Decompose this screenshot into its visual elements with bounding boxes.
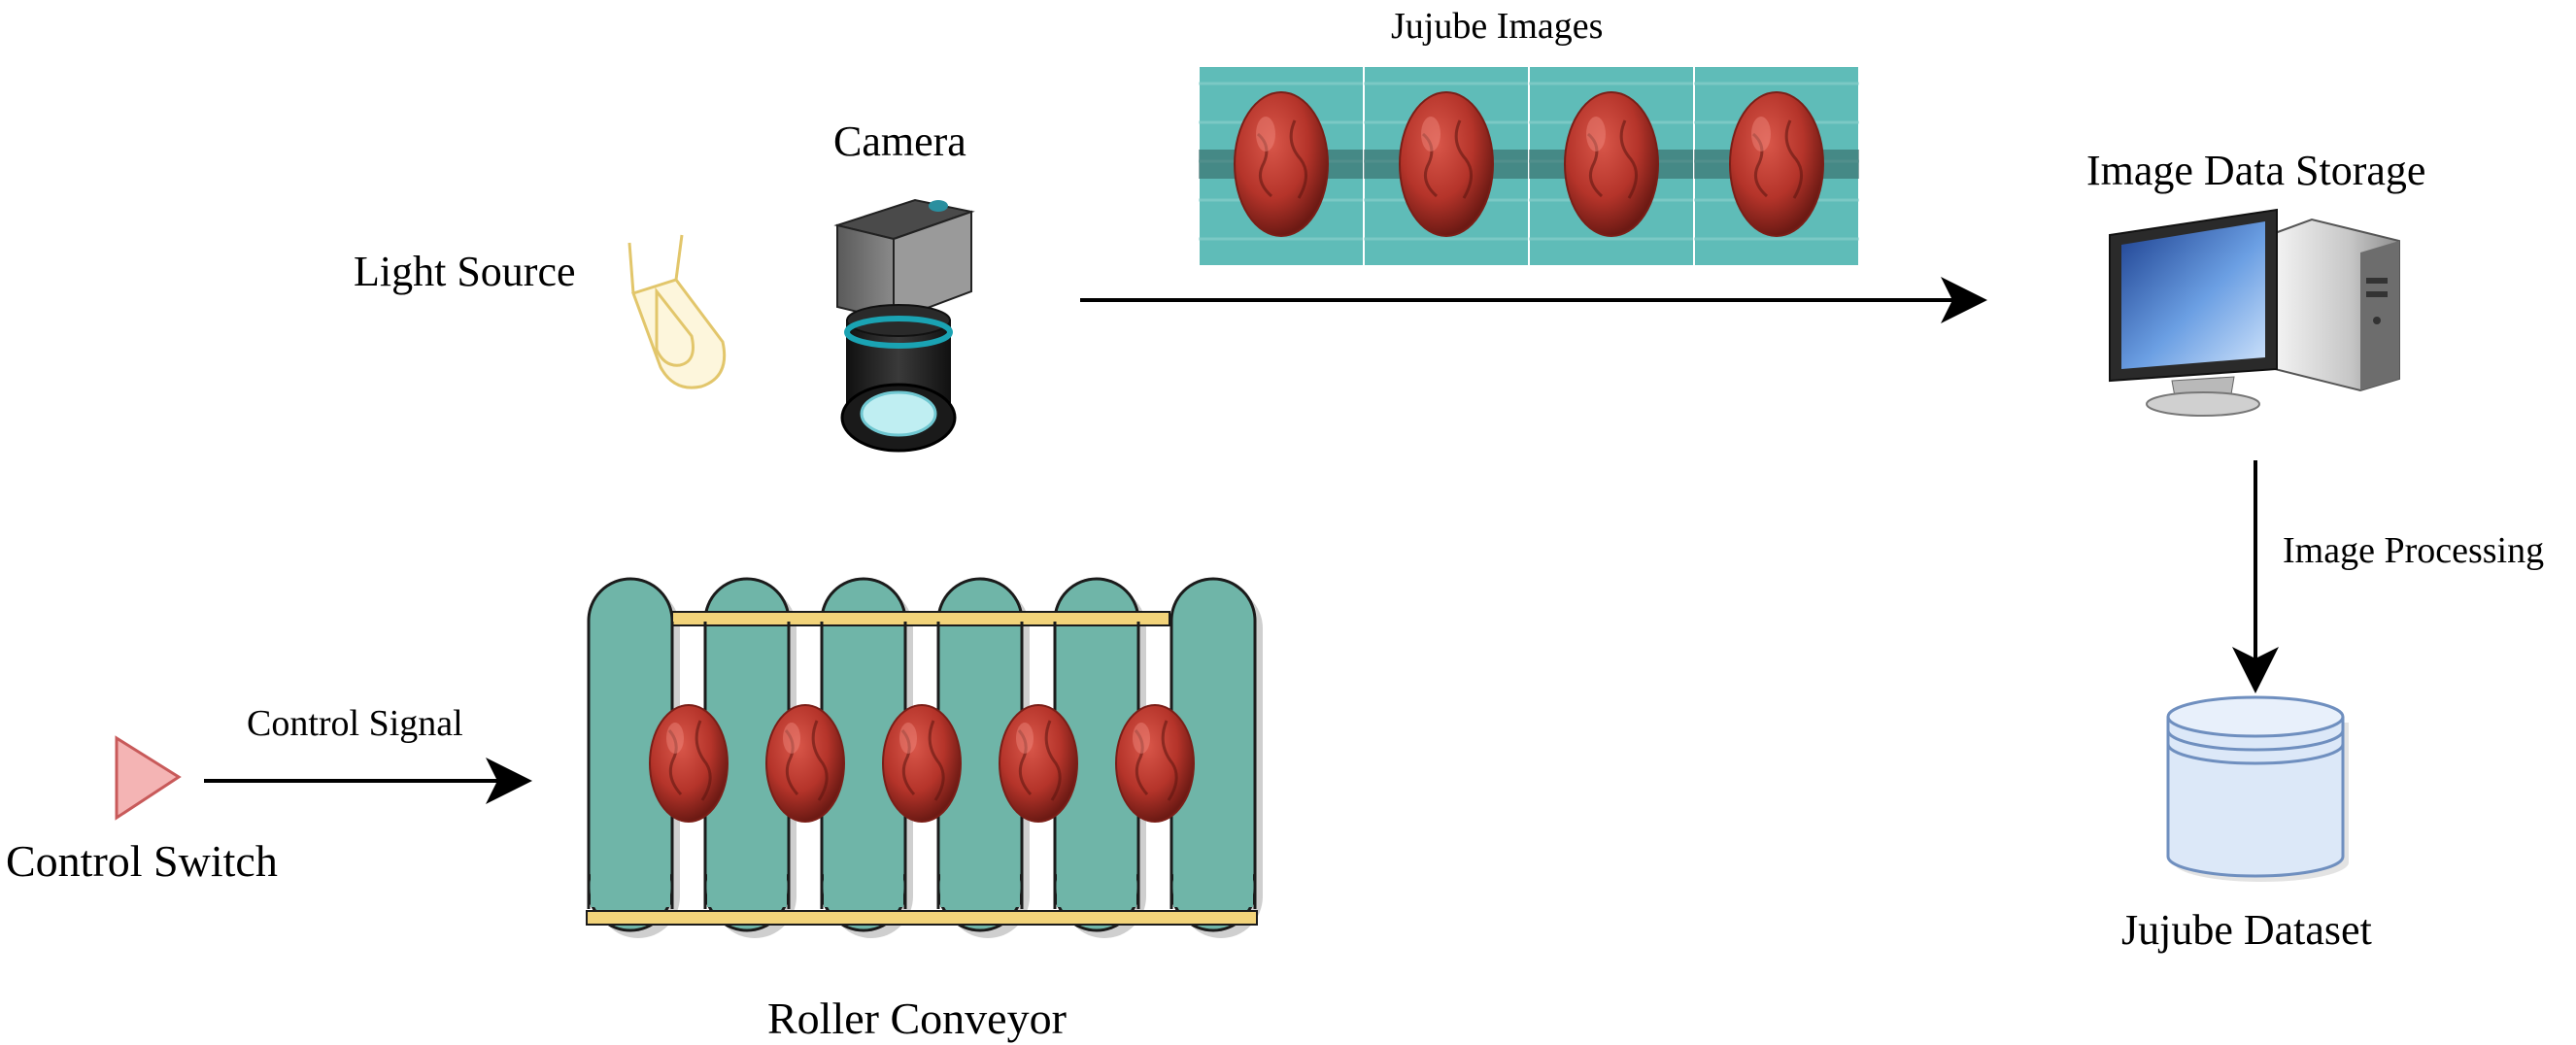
light-bulb-icon — [627, 234, 727, 389]
triangle-switch-icon[interactable] — [115, 735, 182, 821]
jujube-photo — [1693, 65, 1860, 267]
industrial-camera-icon — [833, 198, 975, 453]
jujube-photo — [1198, 65, 1365, 267]
conveyor-jujube — [882, 704, 962, 823]
jujube-photo — [1363, 65, 1530, 267]
roller-conveyor-label: Roller Conveyor — [767, 994, 1067, 1043]
jujube-dataset-label: Jujube Dataset — [2121, 906, 2372, 954]
conveyor-jujube — [649, 704, 729, 823]
desktop-computer-icon — [2109, 208, 2400, 417]
control-signal-label: Control Signal — [247, 703, 463, 744]
control-switch-label: Control Switch — [6, 836, 278, 886]
conveyor-jujube — [1115, 704, 1195, 823]
bottom-rail — [586, 910, 1258, 926]
conveyor-jujube — [999, 704, 1078, 823]
roller-conveyor — [586, 577, 1263, 938]
camera-label: Camera — [833, 118, 966, 165]
conveyor-jujube — [765, 704, 845, 823]
light-source-label: Light Source — [354, 248, 576, 295]
image-data-storage-label: Image Data Storage — [2086, 147, 2426, 194]
jujube-images-label: Jujube Images — [1391, 6, 1604, 47]
database-cylinder-icon — [2166, 695, 2349, 882]
jujube-image-strip — [1198, 65, 1860, 267]
image-processing-label: Image Processing — [2283, 530, 2545, 571]
top-rail — [671, 611, 1170, 626]
jujube-photo — [1528, 65, 1695, 267]
